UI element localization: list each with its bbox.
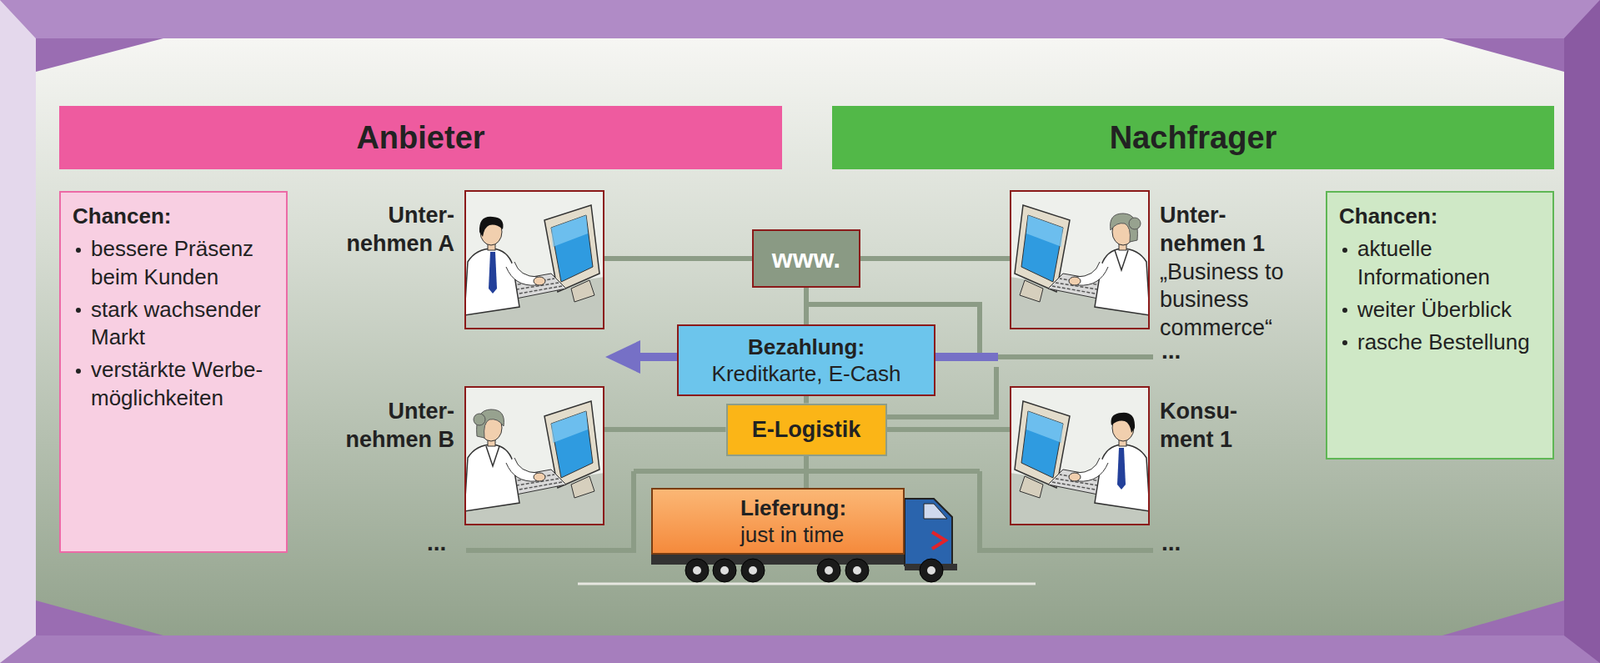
bullet-item: aktuelle Informationen — [1339, 235, 1541, 291]
node-text: E-Logistik — [752, 416, 862, 443]
picture-label: Konsu- ment 1 — [1159, 397, 1260, 455]
box-heading: Chancen: — [1339, 202, 1541, 231]
node-text: Anbieter — [356, 120, 485, 156]
logistics-box: E-Logistik — [726, 403, 888, 457]
bullet-item: verstärkte Werbe- möglichkeiten — [72, 356, 275, 412]
node-text: Unter- nehmen B — [329, 397, 455, 455]
group-band: Nachfrager — [832, 105, 1555, 170]
frame-facet — [0, 635, 1600, 663]
panel — [35, 38, 1565, 636]
node-text: Unter- nehmen 1 — [1159, 201, 1285, 259]
bullet-item: weiter Überblick — [1339, 295, 1541, 324]
box-heading: Chancen: — [72, 202, 275, 231]
bullet-item: stark wachsender Markt — [72, 295, 275, 352]
payment-arrow-head — [605, 340, 641, 374]
drawing-part — [720, 566, 729, 575]
picture-label: Unter- nehmen 1„Business to business com… — [1159, 201, 1285, 343]
node-text: Konsu- ment 1 — [1159, 397, 1260, 455]
network-connector — [887, 426, 1011, 432]
truck-wheels — [685, 558, 943, 582]
frame-facet — [0, 0, 36, 663]
node-text: Bezahlung: — [747, 333, 865, 362]
network-connector — [604, 426, 727, 432]
node-text: www. — [772, 243, 841, 275]
drawing-part — [685, 558, 709, 582]
drawing-part — [712, 558, 737, 582]
truck-hubs — [692, 566, 936, 575]
network-connector — [803, 396, 809, 404]
person-at-computer — [464, 190, 605, 330]
drawing-part — [748, 566, 758, 575]
frame-facet — [1564, 0, 1600, 663]
frame-facet — [0, 0, 1600, 39]
computer-picture: Unter- nehmen A — [464, 190, 605, 330]
picture-label: Unter- nehmen A — [329, 201, 455, 259]
network-connector — [803, 287, 809, 325]
drawing-part — [741, 558, 765, 582]
network-connector — [803, 456, 809, 489]
person-at-computer — [464, 386, 605, 526]
bullet-item: rasche Bestellung — [1339, 328, 1541, 357]
group-band: Anbieter — [59, 105, 783, 170]
truck-trailer: Lieferung:just in time — [651, 487, 905, 555]
node-text: Nachfrager — [1109, 120, 1278, 156]
network-connector — [604, 255, 753, 261]
drawing-part — [692, 566, 702, 575]
drawing-part — [824, 566, 833, 575]
drawing-part — [927, 566, 936, 575]
truck-cab — [904, 498, 953, 566]
drawing-part — [845, 558, 869, 582]
bullet-item: bessere Präsenz beim Kunden — [72, 235, 275, 291]
drawing-part — [852, 566, 862, 575]
picture-label: Unter- nehmen B — [329, 397, 455, 455]
computer-picture: Unter- nehmen B — [464, 386, 605, 526]
road — [577, 582, 1036, 586]
computer-picture: Unter- nehmen 1„Business to business com… — [1009, 190, 1150, 330]
payment-box: Bezahlung:Kreditkarte, E-Cash — [677, 324, 936, 397]
drawing-part — [919, 558, 943, 582]
continuation-dots: ... — [1161, 336, 1181, 366]
node-text: just in time — [740, 521, 895, 549]
drawing-part — [817, 558, 841, 582]
connectors — [604, 258, 1010, 488]
truck-window — [923, 503, 948, 519]
chances-box: Chancen: bessere Präsenz beim Kundenstark… — [59, 190, 288, 553]
computer-picture: Konsu- ment 1 — [1009, 386, 1150, 526]
chances-box: Chancen: aktuelle Informationen weiter Übe… — [1325, 190, 1555, 460]
node-text: Lieferung: — [740, 494, 895, 522]
truck-mark — [932, 531, 946, 549]
node-text: „Business to business commerce“ — [1159, 258, 1285, 343]
network-connector — [860, 255, 1010, 261]
person-at-computer — [1009, 190, 1150, 330]
internet-box: www. — [752, 229, 861, 288]
node-text: Kreditkarte, E-Cash — [712, 360, 902, 388]
continuation-dots: ... — [1161, 528, 1181, 557]
continuation-dots: ... — [426, 528, 447, 557]
node-text: Unter- nehmen A — [329, 201, 455, 259]
person-at-computer — [1009, 386, 1150, 526]
